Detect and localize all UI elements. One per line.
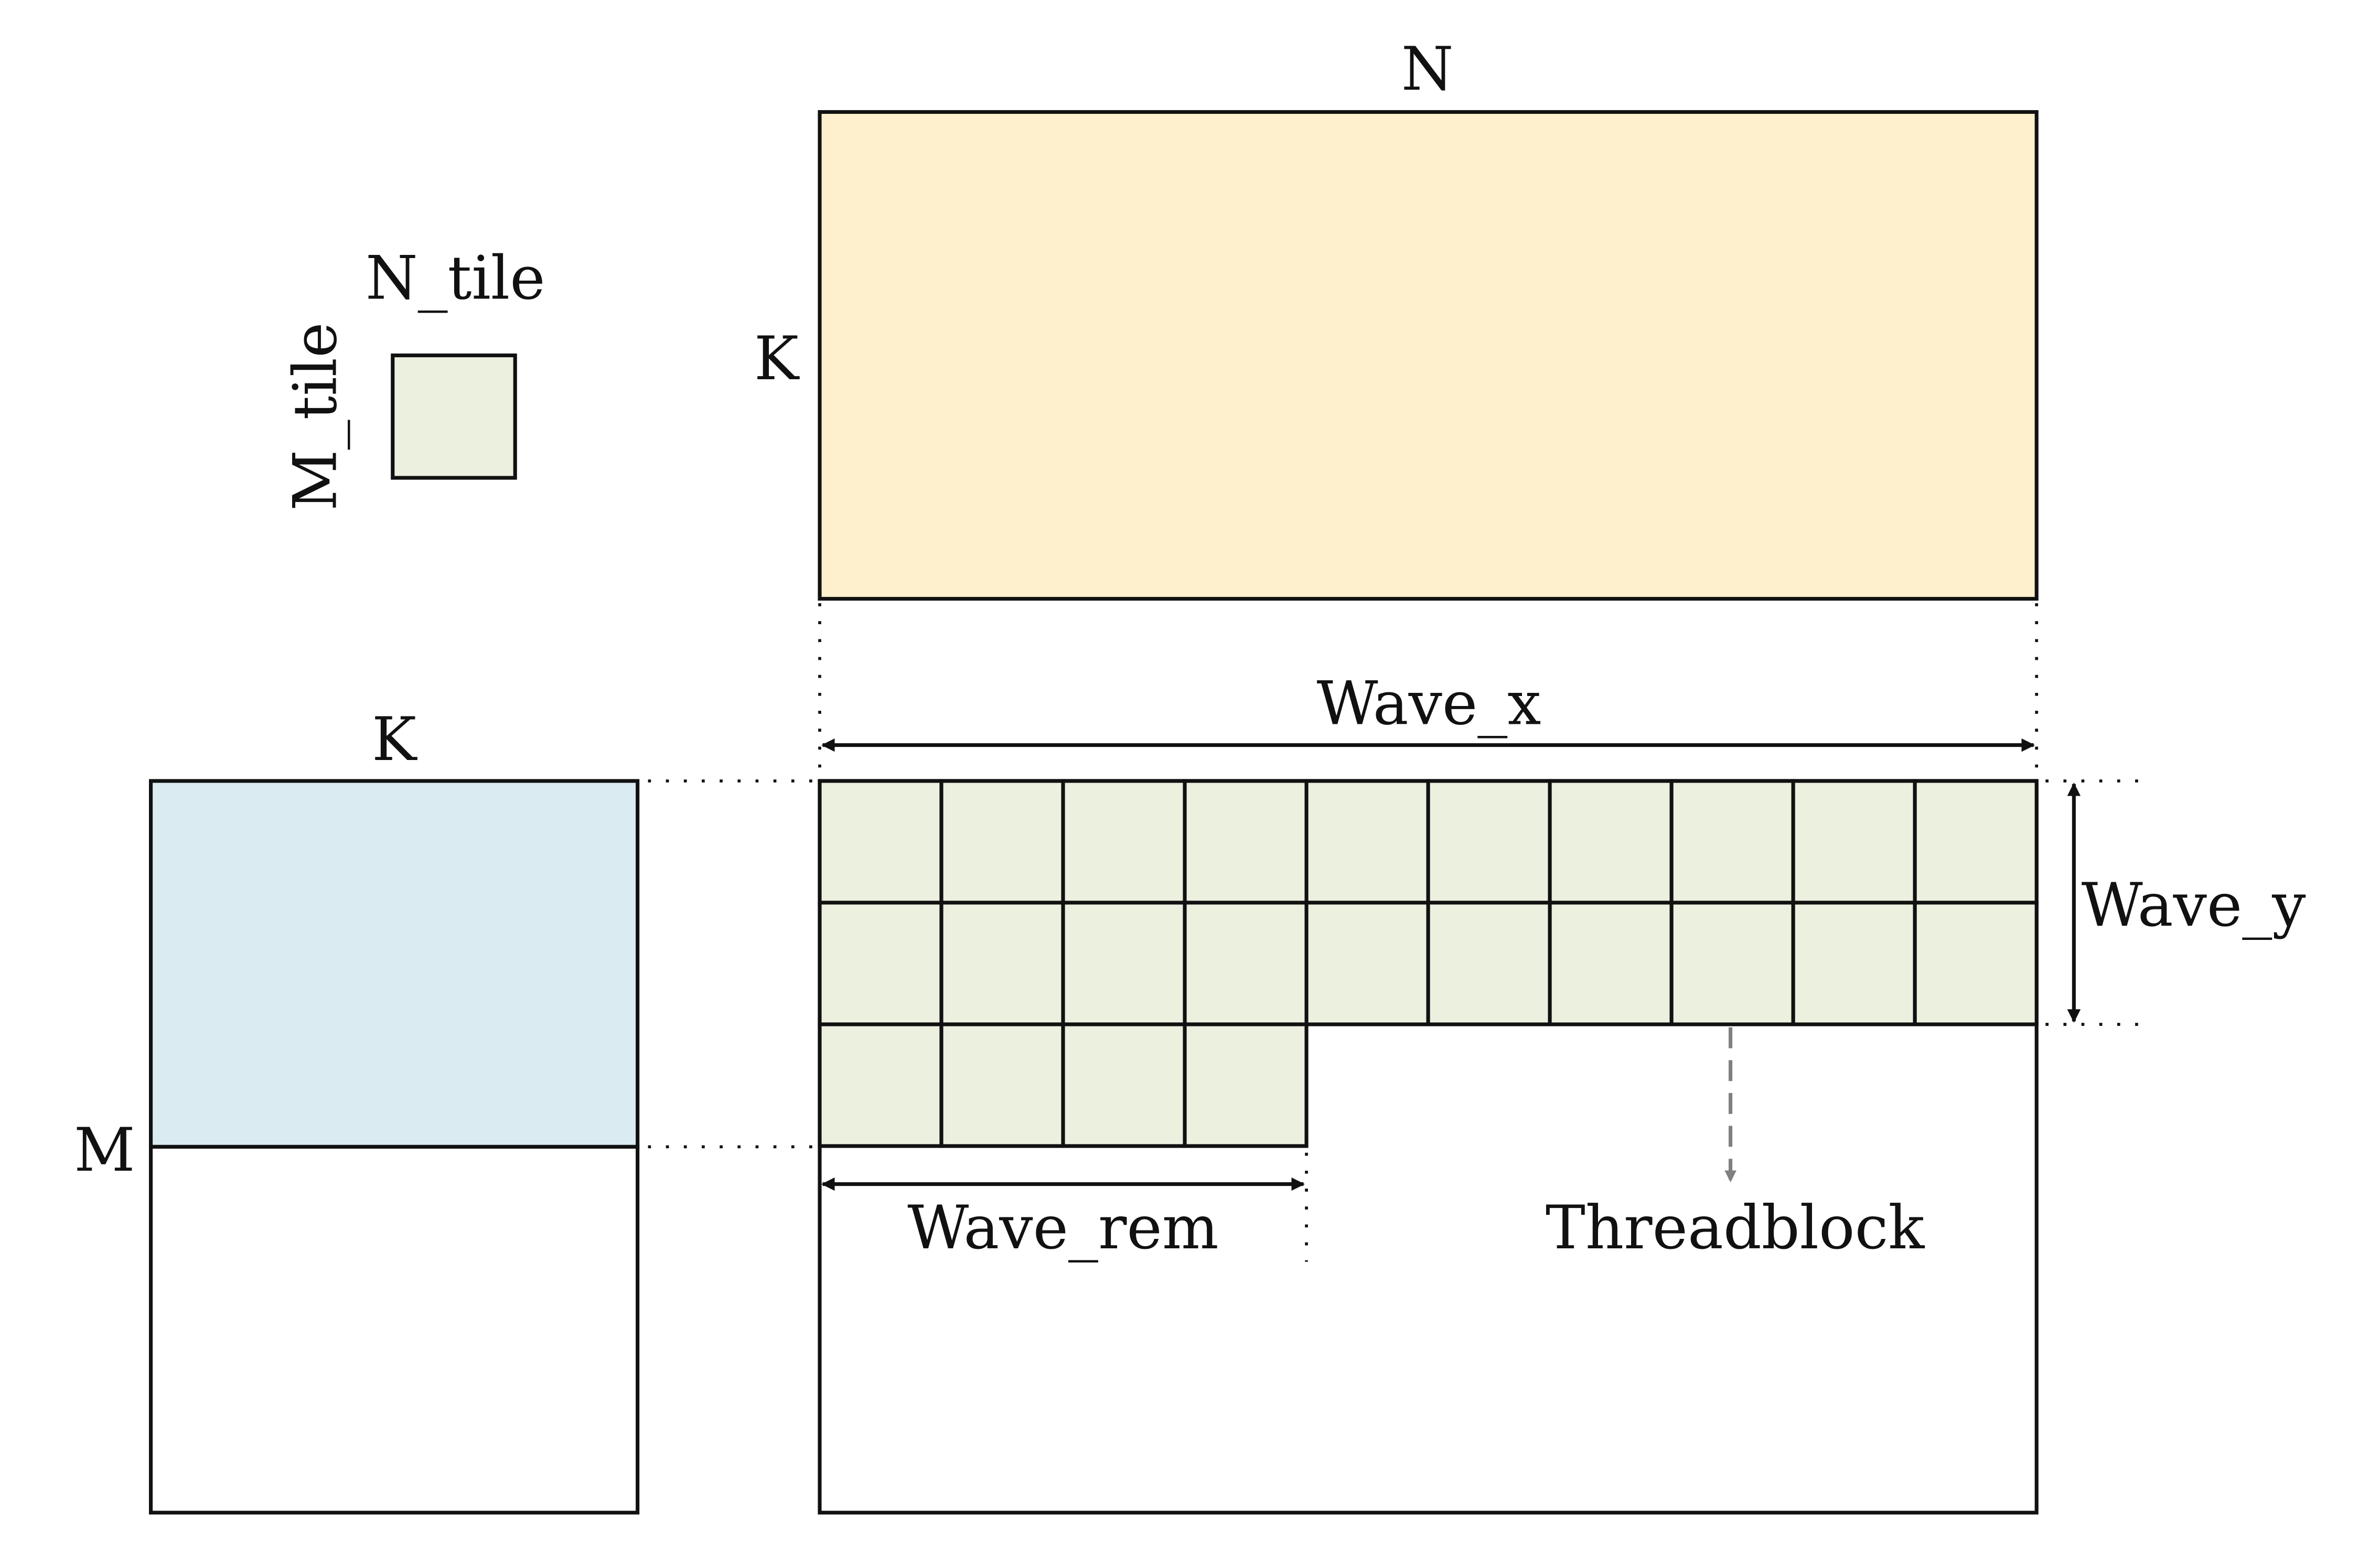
threadblock-tile [1791,779,1917,905]
threadblock-tiles [818,779,2039,1148]
threadblock-tile [1304,901,1430,1026]
threadblock-tile [1426,779,1552,905]
threadblock-tile [1183,779,1309,905]
threadblock-tile [818,1022,944,1148]
threadblock-tile [939,901,1065,1026]
threadblock-tile [1426,901,1552,1026]
threadblock-tile [1913,901,2039,1026]
threadblock-tile [939,1022,1065,1148]
tile-rows-label: M_tile [281,323,350,511]
wave-x-label: Wave_x [1317,669,1541,739]
threadblock-tile [1304,779,1430,905]
matrix-b [818,110,2039,601]
threadblock-tile [818,901,944,1026]
threadblock-tile [1061,901,1187,1026]
tile-cols-label: N_tile [366,243,545,313]
threadblock-tile [1061,779,1187,905]
threadblock-tile [818,779,944,905]
threadblock-tile [1913,779,2039,905]
threadblock-tile [1061,1022,1187,1148]
matrix-a-cols-label: K [372,704,417,774]
tile-legend-box [391,354,517,480]
threadblock-tile [1669,901,1795,1026]
threadblock-tile [1669,779,1795,905]
threadblock-tile [1791,901,1917,1026]
matrix-a-active [148,779,640,1149]
dotted-guides [648,603,2153,1262]
matrix-b-cols-label: N [1401,34,1454,104]
wave-y-label: Wave_y [2082,870,2306,940]
threadblock-tile [1548,779,1674,905]
threadblock-tile [939,779,1065,905]
threadblock-tile [1183,901,1309,1026]
threadblock-tile [1183,1022,1309,1148]
matrix-a-rest [148,1144,640,1515]
wave-rem-label: Wave_rem [907,1193,1218,1262]
matrix-a-rows-label: M [74,1115,135,1185]
matrix-b-rows-label: K [754,324,800,393]
threadblock-label: Threadblock [1546,1193,1925,1262]
threadblock-tile [1548,901,1674,1026]
